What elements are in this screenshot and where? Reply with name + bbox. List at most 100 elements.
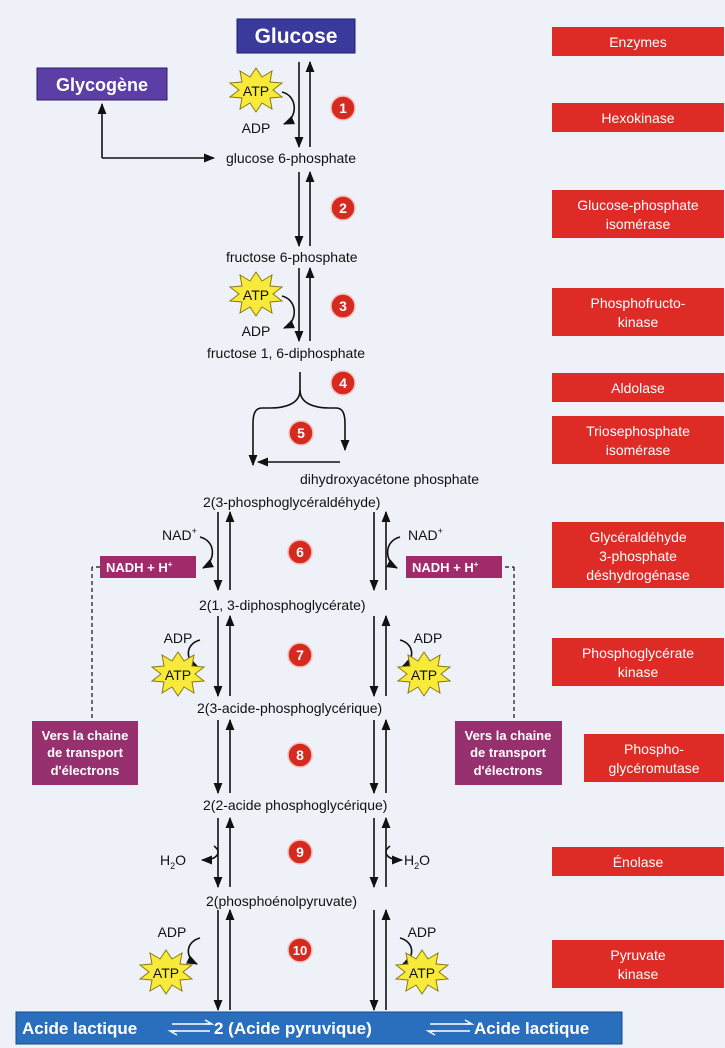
svg-text:Enzymes: Enzymes xyxy=(609,34,667,50)
svg-text:6: 6 xyxy=(296,544,304,560)
step-circle-4: 4 xyxy=(330,370,356,396)
step-circle-5: 5 xyxy=(288,420,314,446)
lactic-acid-left: Acide lactique xyxy=(22,1019,137,1038)
enzymes-header: Enzymes xyxy=(552,27,724,56)
atp-star-step7-right: ATP xyxy=(396,651,452,697)
svg-text:5: 5 xyxy=(297,425,305,441)
step-circle-10: 10 xyxy=(287,937,313,963)
adp-label-step1: ADP xyxy=(242,120,271,136)
glucose-label: Glucose xyxy=(255,25,338,48)
enzyme-hexokinase: Hexokinase xyxy=(552,103,724,132)
svg-text:9: 9 xyxy=(296,844,304,860)
atp-star-step3: ATP xyxy=(228,271,284,317)
adp-label-step10-right: ADP xyxy=(408,924,437,940)
enzyme-pyruvate-kinase: Pyruvate kinase xyxy=(552,940,724,988)
svg-text:kinase: kinase xyxy=(618,314,659,330)
enzyme-enolase: Énolase xyxy=(552,847,724,876)
step-circle-7: 7 xyxy=(287,642,313,668)
svg-text:kinase: kinase xyxy=(618,966,659,982)
glucose-box: Glucose xyxy=(236,18,356,54)
glycogene-label: Glycogène xyxy=(56,75,148,95)
svg-text:Énolase: Énolase xyxy=(613,854,664,870)
atp-label: ATP xyxy=(243,83,269,99)
nadh-box-left: NADH + H+ xyxy=(100,556,196,578)
svg-text:kinase: kinase xyxy=(618,664,659,680)
svg-text:Phosphoglycérate: Phosphoglycérate xyxy=(582,645,694,661)
svg-text:10: 10 xyxy=(293,943,307,958)
svg-text:d'électrons: d'électrons xyxy=(51,763,120,778)
glycogene-box: Glycogène xyxy=(36,67,168,101)
adp-label-step10-left: ADP xyxy=(158,924,187,940)
enzyme-phosphoglyceromutase: Phospho-glycéromutase xyxy=(584,734,724,782)
glucose-6-phosphate-label: glucose 6-phosphate xyxy=(226,150,356,166)
nad-label-right: NAD+ xyxy=(408,526,443,543)
glycogen-link-arrow xyxy=(97,102,216,163)
step-circle-8: 8 xyxy=(287,742,313,768)
lactic-acid-right: Acide lactique xyxy=(474,1019,589,1038)
svg-text:de transport: de transport xyxy=(47,745,124,760)
pg3-label: 2(3-acide-phosphoglycérique) xyxy=(197,700,382,716)
adp-label-step7-right: ADP xyxy=(414,630,443,646)
atp-label: ATP xyxy=(409,965,435,981)
svg-text:Pyruvate: Pyruvate xyxy=(610,947,665,963)
atp-label: ATP xyxy=(411,667,437,683)
g3p-label: 2(3-phosphoglycéraldéhyde) xyxy=(203,494,380,510)
upper-arrows xyxy=(281,60,315,343)
enzyme-phosphofructokinase: Phosphofructo-kinase xyxy=(552,288,724,336)
svg-text:Triosephosphate: Triosephosphate xyxy=(586,423,690,439)
nad-label-left: NAD+ xyxy=(162,526,197,543)
svg-text:4: 4 xyxy=(339,375,347,391)
adp-label-step3: ADP xyxy=(242,323,271,339)
nadh-box-right: NADH + H+ xyxy=(406,556,502,578)
step-circle-6: 6 xyxy=(287,539,313,565)
enzymes-column: Enzymes Hexokinase Glucose-phosphateisom… xyxy=(552,27,724,988)
pep-label: 2(phosphoénolpyruvate) xyxy=(206,893,357,909)
step-circles: 1 2 3 4 5 6 7 8 9 10 xyxy=(287,95,356,963)
pg2-label: 2(2-acide phosphoglycérique) xyxy=(203,797,387,813)
step-circle-3: 3 xyxy=(330,293,356,319)
water-label-left: H2O xyxy=(160,852,186,871)
svg-text:3: 3 xyxy=(339,298,347,314)
step-circle-1: 1 xyxy=(330,95,356,121)
svg-text:Phospho-: Phospho- xyxy=(624,741,684,757)
electron-chain-box-left: Vers la chaine de transport d'électrons xyxy=(32,721,138,785)
water-label-right: H2O xyxy=(404,852,430,871)
atp-star-step10-right: ATP xyxy=(394,949,450,995)
step-circle-9: 9 xyxy=(287,839,313,865)
svg-text:Vers la chaine: Vers la chaine xyxy=(465,728,552,743)
fructose-1-6-diphosphate-label: fructose 1, 6-diphosphate xyxy=(207,345,365,361)
fructose-6-phosphate-label: fructose 6-phosphate xyxy=(226,249,358,265)
svg-text:isomérase: isomérase xyxy=(606,442,671,458)
atp-label: ATP xyxy=(243,287,269,303)
lower-arrows xyxy=(185,510,415,1012)
bpg-label: 2(1, 3-diphosphoglycérate) xyxy=(199,597,366,613)
adp-label-step7-left: ADP xyxy=(164,630,193,646)
svg-text:Glycéraldéhyde: Glycéraldéhyde xyxy=(589,529,686,545)
svg-text:Phosphofructo-: Phosphofructo- xyxy=(591,295,686,311)
svg-text:7: 7 xyxy=(296,647,304,663)
svg-text:8: 8 xyxy=(296,747,304,763)
electron-chain-box-right: Vers la chaine de transport d'électrons xyxy=(455,721,562,785)
enzyme-triosephosphate-isomerase: Triosephosphate isomérase xyxy=(552,416,724,464)
equilibrium-arrow-right xyxy=(425,1019,475,1036)
svg-text:Aldolase: Aldolase xyxy=(611,380,665,396)
svg-text:déshydrogénase: déshydrogénase xyxy=(586,567,690,583)
pyruvic-acid-label: 2 (Acide pyruvique) xyxy=(214,1019,372,1038)
svg-text:1: 1 xyxy=(339,100,347,116)
svg-text:glycéromutase: glycéromutase xyxy=(608,760,699,776)
equilibrium-arrow-left xyxy=(167,1019,215,1036)
step-circle-2: 2 xyxy=(330,195,356,221)
svg-text:Hexokinase: Hexokinase xyxy=(601,110,674,126)
enzyme-phosphoglycerate-kinase: Phosphoglycérate kinase xyxy=(552,638,724,686)
bottom-bar: Acide lactique 2 (Acide pyruvique) Acide… xyxy=(15,1011,623,1045)
atp-label: ATP xyxy=(153,965,179,981)
atp-star-step10-left: ATP xyxy=(138,949,194,995)
svg-text:d'électrons: d'électrons xyxy=(474,763,543,778)
enzyme-aldolase: Aldolase xyxy=(552,373,724,402)
svg-text:2: 2 xyxy=(339,200,347,216)
svg-text:Vers la chaine: Vers la chaine xyxy=(42,728,129,743)
nadh-label: NADH + H+ xyxy=(106,560,173,575)
